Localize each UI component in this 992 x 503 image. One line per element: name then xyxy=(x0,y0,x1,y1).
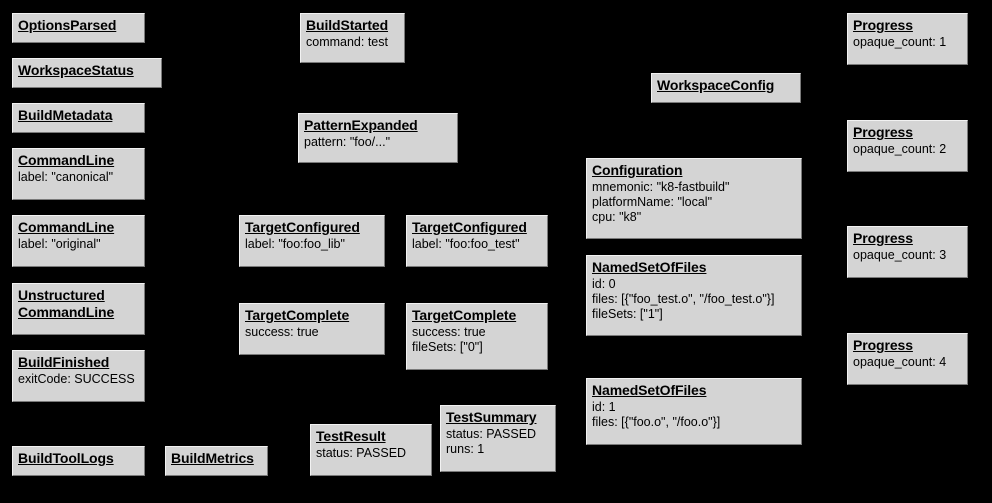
node-fields: command: test xyxy=(306,35,388,49)
node-progress-3[interactable]: Progress opaque_count: 3 xyxy=(847,226,968,278)
node-fields: opaque_count: 3 xyxy=(853,248,947,262)
node-named-set-of-files-1[interactable]: NamedSetOfFiles id: 1 files: [{"foo.o", "… xyxy=(586,378,802,445)
node-fields: label: "canonical" xyxy=(18,170,114,184)
node-title: BuildMetrics xyxy=(171,450,254,466)
node-build-metrics[interactable]: BuildMetrics xyxy=(165,446,268,476)
node-target-complete-lib[interactable]: TargetComplete success: true xyxy=(239,303,385,355)
node-title: TestSummary xyxy=(446,409,537,425)
node-title: WorkspaceConfig xyxy=(657,77,775,93)
node-title: Progress xyxy=(853,124,913,140)
node-pattern-expanded[interactable]: PatternExpanded pattern: "foo/..." xyxy=(298,113,458,163)
node-workspace-status[interactable]: WorkspaceStatus xyxy=(12,58,162,88)
node-fields: mnemonic: "k8-fastbuild" platformName: "… xyxy=(592,180,730,224)
node-test-summary[interactable]: TestSummary status: PASSED runs: 1 xyxy=(440,405,556,472)
node-test-result[interactable]: TestResult status: PASSED xyxy=(310,424,432,476)
node-fields: label: "original" xyxy=(18,237,101,251)
node-title: Progress xyxy=(853,337,913,353)
node-progress-4[interactable]: Progress opaque_count: 4 xyxy=(847,333,968,385)
node-title: Progress xyxy=(853,230,913,246)
node-title: NamedSetOfFiles xyxy=(592,259,707,275)
node-fields: status: PASSED runs: 1 xyxy=(446,427,537,456)
node-title: BuildToolLogs xyxy=(18,450,114,466)
node-build-finished[interactable]: BuildFinished exitCode: SUCCESS xyxy=(12,350,145,402)
node-build-started[interactable]: BuildStarted command: test xyxy=(300,13,405,63)
node-fields: label: "foo:foo_lib" xyxy=(245,237,345,251)
node-build-metadata[interactable]: BuildMetadata xyxy=(12,103,145,133)
node-fields: success: true xyxy=(245,325,319,339)
node-fields: pattern: "foo/..." xyxy=(304,135,391,149)
node-title: BuildStarted xyxy=(306,17,389,33)
node-target-complete-test[interactable]: TargetComplete success: true fileSets: ["… xyxy=(406,303,548,370)
node-command-line-canonical[interactable]: CommandLine label: "canonical" xyxy=(12,148,145,200)
node-fields: id: 0 files: [{"foo_test.o", "/foo_test.… xyxy=(592,277,775,321)
node-options-parsed[interactable]: OptionsParsed xyxy=(12,13,145,43)
node-title: Progress xyxy=(853,17,913,33)
node-title: TargetConfigured xyxy=(245,219,360,235)
node-build-tool-logs[interactable]: BuildToolLogs xyxy=(12,446,145,476)
node-fields: status: PASSED xyxy=(316,446,407,460)
node-title: Unstructured CommandLine xyxy=(18,287,115,320)
node-fields: exitCode: SUCCESS xyxy=(18,372,135,386)
node-title: PatternExpanded xyxy=(304,117,418,133)
node-fields: opaque_count: 4 xyxy=(853,355,947,369)
node-fields: opaque_count: 1 xyxy=(853,35,947,49)
node-title: TargetConfigured xyxy=(412,219,527,235)
node-title: Configuration xyxy=(592,162,683,178)
node-fields: label: "foo:foo_test" xyxy=(412,237,520,251)
node-target-configured-test[interactable]: TargetConfigured label: "foo:foo_test" xyxy=(406,215,548,267)
node-workspace-config[interactable]: WorkspaceConfig xyxy=(651,73,801,103)
node-title: TestResult xyxy=(316,428,386,444)
node-title: BuildFinished xyxy=(18,354,110,370)
node-title: BuildMetadata xyxy=(18,107,113,123)
node-title: OptionsParsed xyxy=(18,17,117,33)
node-title: WorkspaceStatus xyxy=(18,62,134,78)
node-title: TargetComplete xyxy=(412,307,517,323)
node-fields: id: 1 files: [{"foo.o", "/foo.o"}] xyxy=(592,400,721,429)
node-progress-1[interactable]: Progress opaque_count: 1 xyxy=(847,13,968,65)
node-title: NamedSetOfFiles xyxy=(592,382,707,398)
node-title: CommandLine xyxy=(18,219,115,235)
node-title: TargetComplete xyxy=(245,307,350,323)
node-unstructured-cmdline[interactable]: Unstructured CommandLine xyxy=(12,283,145,335)
node-fields: success: true fileSets: ["0"] xyxy=(412,325,486,354)
node-configuration[interactable]: Configuration mnemonic: "k8-fastbuild" pl… xyxy=(586,158,802,239)
node-named-set-of-files-0[interactable]: NamedSetOfFiles id: 0 files: [{"foo_test.… xyxy=(586,255,802,336)
node-progress-2[interactable]: Progress opaque_count: 2 xyxy=(847,120,968,172)
node-command-line-original[interactable]: CommandLine label: "original" xyxy=(12,215,145,267)
node-title: CommandLine xyxy=(18,152,115,168)
node-fields: opaque_count: 2 xyxy=(853,142,947,156)
node-target-configured-lib[interactable]: TargetConfigured label: "foo:foo_lib" xyxy=(239,215,385,267)
